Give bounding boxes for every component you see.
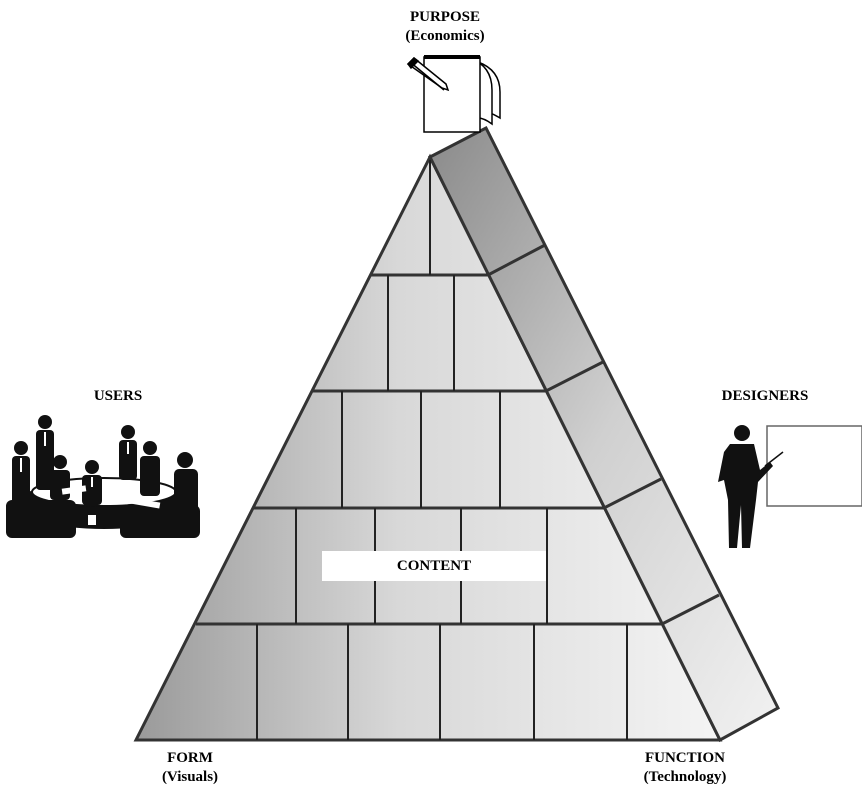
presenter-icon xyxy=(718,425,862,548)
purpose-title: PURPOSE xyxy=(409,9,480,25)
pyramid-side-face xyxy=(427,125,780,743)
brick-lines xyxy=(256,160,628,740)
content-label-box: CONTENT xyxy=(322,551,546,581)
content-title: CONTENT xyxy=(396,557,472,574)
designers-title: DESIGNERS xyxy=(721,388,809,404)
function-title: FUNCTION xyxy=(644,750,725,766)
notepad-pencil-icon xyxy=(406,55,501,133)
side-tier-lines xyxy=(487,243,720,626)
meeting-people-icon xyxy=(0,410,204,538)
purpose-subtitle: (Economics) xyxy=(405,28,485,44)
users-title: USERS xyxy=(93,388,143,404)
form-subtitle: (Visuals) xyxy=(161,769,219,785)
form-title: FORM xyxy=(167,750,213,766)
function-subtitle: (Technology) xyxy=(643,769,727,785)
